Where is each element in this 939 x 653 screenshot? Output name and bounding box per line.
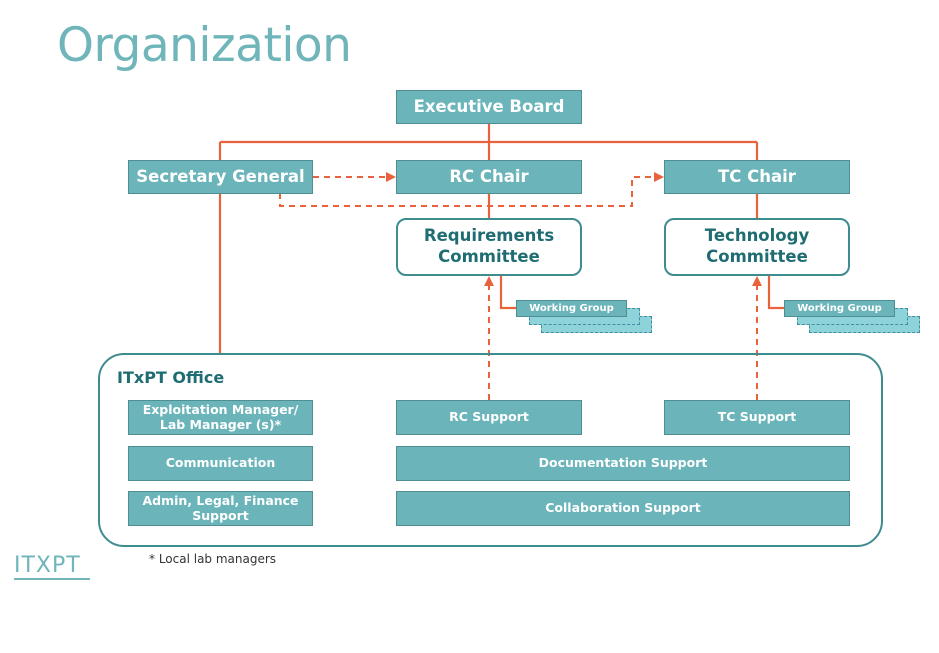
working-group-rc: Working Group [516,300,627,317]
communication-box: Communication [128,446,313,481]
page-title: Organization [57,18,352,73]
footnote: * Local lab managers [149,552,277,566]
itxpt-office-label: ITxPT Office [117,368,225,387]
documentation-support-box: Documentation Support [396,446,850,481]
arrow-to-rc-chair [386,172,396,182]
arrow-to-technology [752,276,762,286]
itxpt-logo: ITXPT [14,553,81,578]
executive-board-box: Executive Board [396,90,582,124]
logo-underline [14,578,90,580]
working-group-tc: Working Group [784,300,895,317]
exploitation-manager-box: Exploitation Manager/ Lab Manager (s)* [128,400,313,435]
rc-support-box: RC Support [396,400,582,435]
dash-sg-tc [279,176,656,207]
line-tc-working-group [767,276,784,310]
secretary-general-box: Secretary General [128,160,313,194]
tc-support-box: TC Support [664,400,850,435]
requirements-committee-box: Requirements Committee [396,218,582,276]
admin-legal-finance-box: Admin, Legal, Finance Support [128,491,313,526]
collaboration-support-box: Collaboration Support [396,491,850,526]
itxpt-office-container [98,353,883,547]
arrow-to-tc-chair [654,172,664,182]
arrow-to-requirements [484,276,494,286]
line-rc-working-group [499,276,516,310]
rc-chair-box: RC Chair [396,160,582,194]
tc-chair-box: TC Chair [664,160,850,194]
technology-committee-box: Technology Committee [664,218,850,276]
